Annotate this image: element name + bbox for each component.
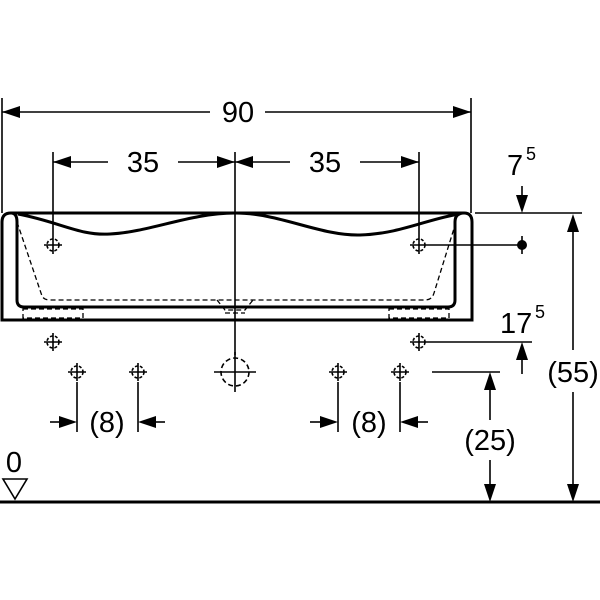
floor-level-triangle-icon — [1, 478, 29, 501]
basin-outline — [0, 211, 474, 322]
svg-text:(25): (25) — [464, 425, 516, 457]
crosshair-icon — [328, 362, 348, 382]
dimension-half-widths: 35 35 — [53, 147, 419, 179]
svg-text:5: 5 — [535, 302, 545, 322]
dimension-mount-height: (25) — [464, 372, 516, 502]
dimension-top-offset: 7 5 — [507, 144, 536, 213]
dimension-spacing-right: (8) — [310, 407, 428, 439]
svg-text:35: 35 — [127, 147, 159, 179]
svg-text:7: 7 — [507, 150, 523, 182]
svg-text:(8): (8) — [89, 407, 124, 439]
crosshair-icon — [43, 332, 63, 352]
svg-text:(8): (8) — [351, 407, 386, 439]
crosshair-icon — [67, 362, 87, 382]
crosshair-icon — [43, 235, 63, 255]
floor-reference: 0 — [0, 447, 600, 504]
drain-crosshair-icon — [214, 352, 256, 392]
svg-text:0: 0 — [6, 447, 22, 479]
svg-text:5: 5 — [526, 144, 536, 164]
crosshair-icon — [409, 332, 429, 352]
dimension-overall-width: 90 — [2, 97, 471, 129]
crosshair-icon — [390, 362, 410, 382]
dimension-spacing-left: (8) — [50, 407, 165, 439]
crosshair-icon — [409, 235, 429, 255]
svg-text:(55): (55) — [547, 357, 599, 389]
dimension-total-height: (55) — [547, 214, 599, 502]
svg-text:90: 90 — [222, 97, 254, 129]
svg-text:17: 17 — [500, 308, 532, 340]
crosshair-icon — [128, 362, 148, 382]
svg-text:35: 35 — [309, 147, 341, 179]
extension-lines — [1, 98, 582, 432]
dimension-lower-offset: 17 5 — [500, 302, 545, 374]
